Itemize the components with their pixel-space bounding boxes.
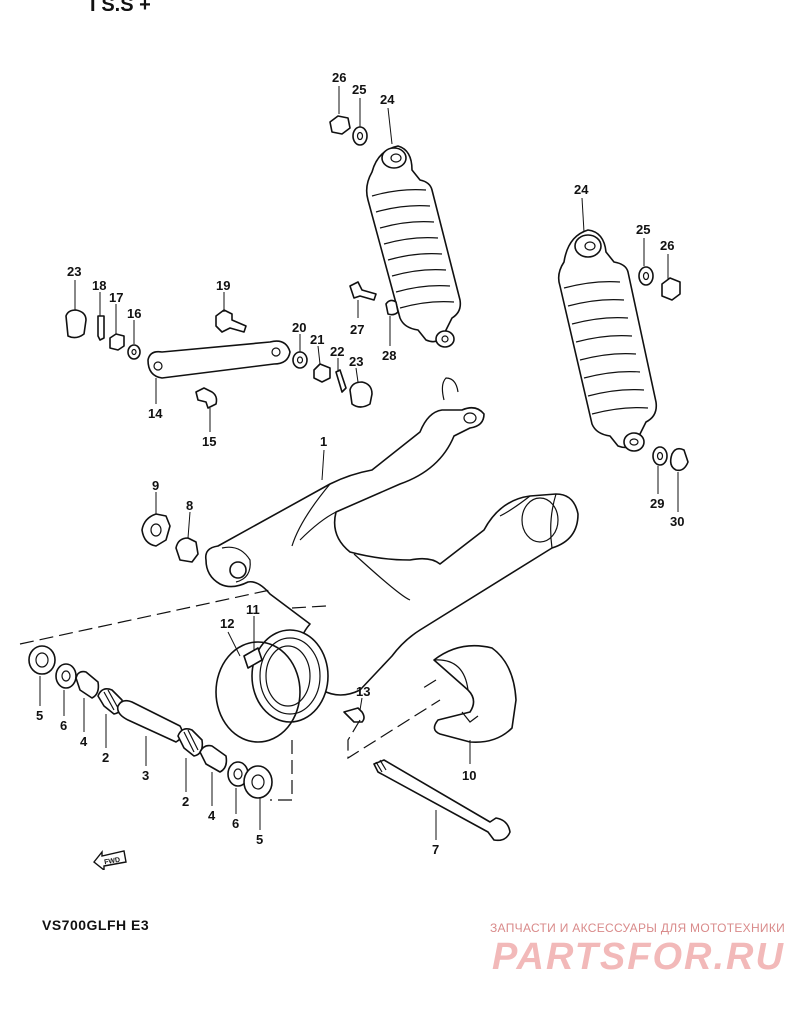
cap-nut-23-left[interactable] — [65, 309, 87, 339]
callout-13: 13 — [356, 684, 370, 699]
shock-nut-26-left[interactable] — [329, 115, 351, 135]
spacer-4-right[interactable] — [199, 744, 228, 773]
callout-2-right: 2 — [182, 794, 189, 809]
callout-2-left: 2 — [102, 750, 109, 765]
washer-16[interactable] — [127, 344, 141, 360]
pivot-sleeve-3[interactable] — [116, 699, 184, 743]
pivot-bolt-7[interactable] — [373, 759, 511, 842]
callout-16: 16 — [127, 306, 141, 321]
callout-6-right: 6 — [232, 816, 239, 831]
shock-washer-29[interactable] — [652, 446, 668, 466]
callout-4-left: 4 — [80, 734, 88, 749]
callout-8: 8 — [186, 498, 193, 513]
callout-30: 30 — [670, 514, 684, 529]
assembly-guide-left — [19, 589, 271, 645]
callout-19: 19 — [216, 278, 230, 293]
callout-26-right: 26 — [660, 238, 674, 253]
callout-26-left: 26 — [332, 70, 346, 85]
callout-25-right: 25 — [636, 222, 650, 237]
assembly-guide-right — [347, 699, 441, 760]
shock-absorber-right[interactable] — [557, 229, 658, 452]
fwd-arrow-icon: FWD — [93, 850, 127, 870]
callout-20: 20 — [292, 320, 306, 335]
cotter-pin-18[interactable] — [97, 315, 105, 341]
callout-6-left: 6 — [60, 718, 67, 733]
washer-20[interactable] — [292, 351, 308, 369]
oil-seal-5-left[interactable] — [28, 645, 56, 675]
callout-5-left: 5 — [36, 708, 43, 723]
bushing-8[interactable] — [175, 537, 199, 563]
clamp-12[interactable] — [215, 641, 301, 743]
nut-17[interactable] — [109, 333, 125, 351]
callout-23-left: 23 — [67, 264, 81, 279]
callout-27: 27 — [350, 322, 364, 337]
bearing-2-right[interactable] — [177, 728, 204, 757]
callout-15: 15 — [202, 434, 216, 449]
fwd-label: FWD — [104, 857, 121, 867]
page-header-fragment: ГS.S + — [90, 0, 151, 16]
callout-4-right: 4 — [208, 808, 216, 823]
shock-washer-25-left[interactable] — [352, 126, 368, 146]
model-code-label: VS700GLFH E3 — [42, 917, 150, 933]
callout-22: 22 — [330, 344, 344, 359]
callout-21: 21 — [310, 332, 324, 347]
callout-24-left: 24 — [380, 92, 395, 107]
shock-bolt-27[interactable] — [349, 281, 377, 301]
oil-seal-5-right[interactable] — [243, 765, 273, 799]
callout-7: 7 — [432, 842, 439, 857]
callout-3: 3 — [142, 768, 149, 783]
callout-28: 28 — [382, 348, 396, 363]
washer-6-left[interactable] — [55, 663, 77, 689]
callout-10: 10 — [462, 768, 476, 783]
watermark-tagline: ЗАПЧАСТИ И АКСЕССУАРЫ ДЛЯ МОТОТЕХНИКИ — [490, 921, 786, 935]
callout-14: 14 — [148, 406, 163, 421]
callout-11: 11 — [246, 602, 260, 617]
bolt-19[interactable] — [215, 309, 247, 333]
callout-5-right: 5 — [256, 832, 263, 847]
leader-lines — [39, 86, 679, 840]
callout-12: 12 — [220, 616, 234, 631]
bushing-9[interactable] — [141, 513, 171, 547]
assembly-guide-cover — [419, 679, 437, 691]
torque-link-14[interactable] — [147, 340, 291, 379]
callout-29: 29 — [650, 496, 664, 511]
watermark-logo: PARTSFOR.RU — [492, 936, 785, 978]
nut-21[interactable] — [313, 363, 331, 383]
shock-cap-nut-30[interactable] — [669, 447, 689, 472]
callout-9: 9 — [152, 478, 159, 493]
shock-nut-26-right[interactable] — [661, 277, 681, 301]
shock-absorber-left[interactable] — [365, 145, 462, 348]
bolt-15[interactable] — [195, 387, 218, 409]
callout-25-left: 25 — [352, 82, 366, 97]
boot-11[interactable] — [251, 629, 329, 723]
callout-24-right: 24 — [574, 182, 589, 197]
spacer-4-left[interactable] — [75, 670, 100, 699]
callout-23-right: 23 — [349, 354, 363, 369]
cover-10[interactable] — [433, 644, 517, 744]
cap-nut-23-right[interactable] — [349, 381, 373, 408]
cotter-pin-22[interactable] — [335, 369, 347, 393]
bearing-2-left[interactable] — [97, 688, 124, 715]
screw-13[interactable] — [343, 707, 365, 723]
callout-18: 18 — [92, 278, 106, 293]
shock-spacer-28[interactable] — [385, 299, 399, 316]
swingarm-1[interactable] — [204, 377, 579, 696]
assembly-guide-lower — [270, 740, 293, 801]
callout-17: 17 — [109, 290, 123, 305]
callout-1: 1 — [320, 434, 327, 449]
shock-washer-25-right[interactable] — [638, 266, 654, 286]
assembly-guide-upper — [291, 605, 327, 609]
